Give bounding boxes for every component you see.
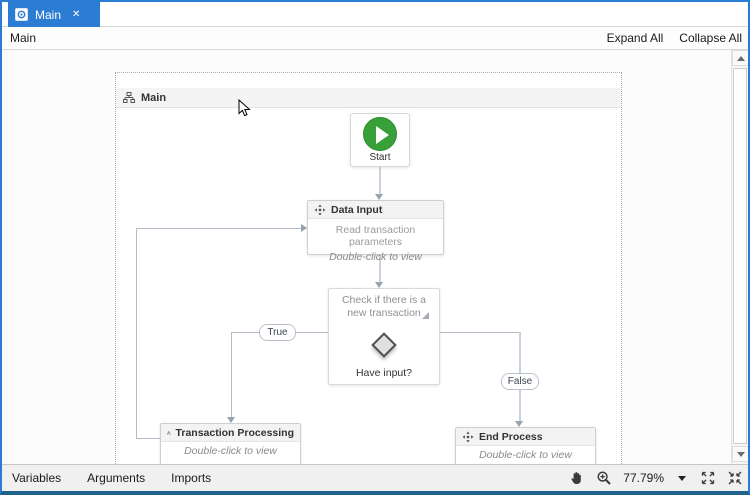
branch-label-true[interactable]: True [259,324,296,341]
pan-hand-icon[interactable] [569,470,585,486]
flowchart-icon [123,91,135,103]
scroll-up-button[interactable] [732,50,749,66]
connector-loop-vertical [136,228,137,438]
double-click-hint: Double-click to view [479,449,572,461]
activity-end-process[interactable]: End Process Double-click to view [455,427,596,464]
zoom-dropdown-icon[interactable] [678,475,686,481]
activity-data-input[interactable]: Data Input Read transaction parameters D… [307,200,444,263]
decision-diamond-icon [371,332,397,358]
connector-loop-bottom [136,438,160,439]
activity-title: Transaction Processing [175,426,294,439]
activity-header[interactable]: Transaction Processing [161,424,300,442]
connector-false-horizontal [440,332,521,333]
workflow-file-icon [15,8,28,21]
tab-main[interactable]: Main ✕ [8,2,100,27]
activity-header[interactable]: End Process [456,428,595,446]
sequence-icon [314,204,326,215]
chevron-down-icon [736,451,745,457]
arrowhead-icon [227,417,235,423]
flowchart-icon [167,430,171,434]
branch-label-false[interactable]: False [501,373,539,390]
zoom-reset-icon[interactable] [727,470,743,486]
scrollbar-thumb[interactable] [733,68,747,444]
designer-canvas[interactable]: Main True False Start [2,50,731,464]
connector-true-vertical [231,332,232,417]
arrowhead-icon [515,421,523,427]
double-click-hint: Double-click to view [329,251,422,263]
variables-panel-button[interactable]: Variables [12,471,62,485]
fit-to-screen-icon[interactable] [700,470,716,486]
activity-annotation: Read transaction parameters [335,224,416,248]
flow-decision-node[interactable]: Check if there is a new transaction Have… [328,288,440,385]
breadcrumb-root[interactable]: Main [10,31,37,45]
start-play-icon [363,117,397,151]
mouse-cursor [238,99,251,117]
connector-start-datainput [379,167,381,194]
flowchart-title: Main [141,91,167,104]
breadcrumb-bar: Main Expand All Collapse All [2,27,748,50]
imports-panel-button[interactable]: Imports [171,471,212,485]
expand-all-button[interactable]: Expand All [606,31,664,45]
document-tab-bar: Main ✕ [2,2,748,27]
scroll-down-button[interactable] [732,446,749,462]
arrowhead-icon [301,224,307,232]
collapse-all-button[interactable]: Collapse All [679,31,742,45]
activity-header[interactable]: Data Input [308,201,443,219]
vertical-scrollbar[interactable] [731,50,749,464]
connector-loop-top [136,228,301,229]
panel-toggles: Variables Arguments Imports [12,465,211,491]
arrowhead-icon [375,194,383,200]
tab-title: Main [35,7,62,22]
flowchart-header[interactable]: Main [116,88,621,108]
connector-datainput-decision [379,255,381,282]
activity-title: Data Input [331,203,383,216]
designer-status-bar: Variables Arguments Imports 77.79% [2,464,748,491]
zoom-controls: 77.79% [569,465,743,491]
decision-label: Have input? [355,367,413,379]
decision-annotation: Check if there is a new transaction [341,294,427,320]
zoom-magnifier-icon[interactable] [596,470,612,486]
start-label: Start [369,152,391,163]
arrowhead-icon [375,282,383,288]
activity-transaction-processing[interactable]: Transaction Processing Double-click to v… [160,423,301,464]
activity-title: End Process [479,430,543,443]
collapse-adorner-icon [422,312,429,319]
designer-actions: Expand All Collapse All [607,31,742,45]
start-node[interactable]: Start [350,113,410,167]
double-click-hint: Double-click to view [184,445,277,457]
arguments-panel-button[interactable]: Arguments [87,471,146,485]
zoom-level-value[interactable]: 77.79% [623,471,664,485]
chevron-up-icon [736,55,745,61]
tab-close-icon[interactable]: ✕ [72,8,81,20]
sequence-icon [462,431,474,442]
